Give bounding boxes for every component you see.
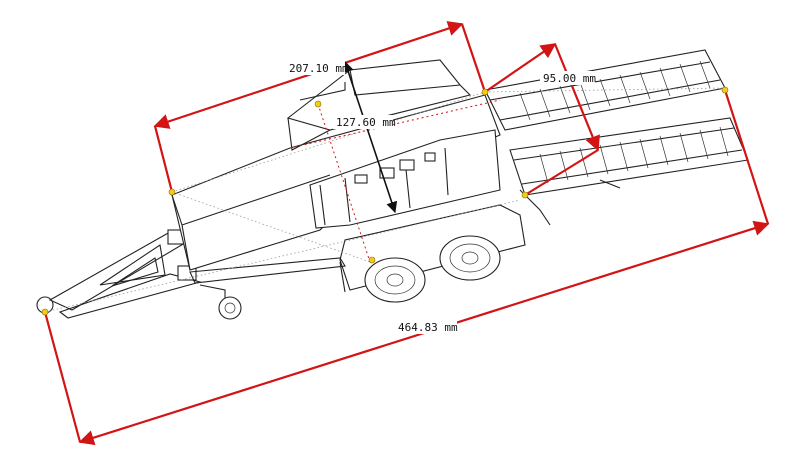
trailer-outline <box>36 49 749 320</box>
overall-length-label-bg <box>395 320 457 334</box>
dimension-body-height <box>342 60 398 214</box>
body-height-label-bg <box>333 115 393 129</box>
dimension-ramp-width <box>484 43 600 196</box>
trailer-body <box>171 59 501 271</box>
tow-hitch <box>36 229 203 319</box>
body-length-label-bg <box>285 61 345 75</box>
overall-length-label: 464.83 mm <box>398 321 458 334</box>
ramp-width-label-bg <box>540 71 595 85</box>
measurement-points <box>41 86 729 316</box>
rear-wheel <box>364 257 426 303</box>
front-wheel <box>439 235 501 281</box>
body-height-label: 127.60 mm <box>336 116 396 129</box>
ramp-width-label: 95.00 mm <box>543 72 596 85</box>
loading-ramp-lower <box>509 117 749 226</box>
body-length-label: 207.10 mm <box>289 62 349 75</box>
